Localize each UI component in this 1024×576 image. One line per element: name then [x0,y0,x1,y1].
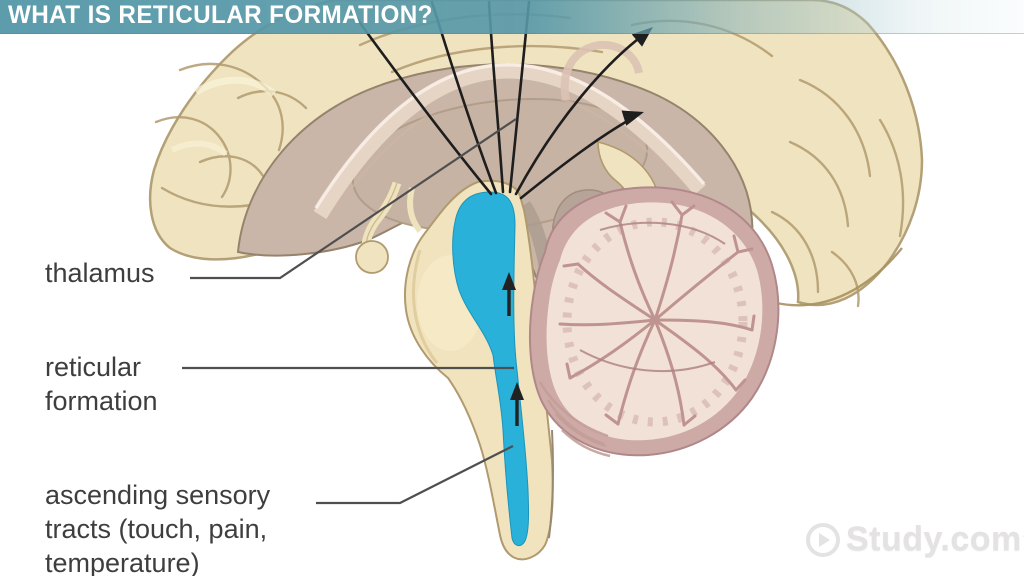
mammillary-body [355,240,389,274]
cerebellum-folia [538,381,611,458]
label-thalamus: thalamus [45,258,155,288]
watermark: Study.com ™ [806,520,1024,559]
splenium-curl [560,40,643,101]
watermark-trademark: ™ [1022,533,1024,547]
ascending-flow-arrows [502,272,524,426]
watermark-text: Study.com [846,520,1022,558]
label-ascending-sensory-tracts: ascending sensory tracts (touch, pain, t… [45,480,271,576]
gyri-lines [154,13,905,308]
corpus-callosum-band [313,63,706,219]
cerebellum-shape [528,186,780,458]
ascending-leader-line [316,445,514,505]
arbor-vitae-branches [558,200,756,427]
leader-lines [182,118,517,505]
occipital-edge-line [771,247,903,307]
play-circle-icon [806,522,840,557]
label-reticular-formation: reticular formation [45,352,158,416]
page-title: WHAT IS RETICULAR FORMATION? [8,1,433,29]
thalamus-leader-line [190,118,517,280]
title-banner: WHAT IS RETICULAR FORMATION? [0,0,1024,34]
